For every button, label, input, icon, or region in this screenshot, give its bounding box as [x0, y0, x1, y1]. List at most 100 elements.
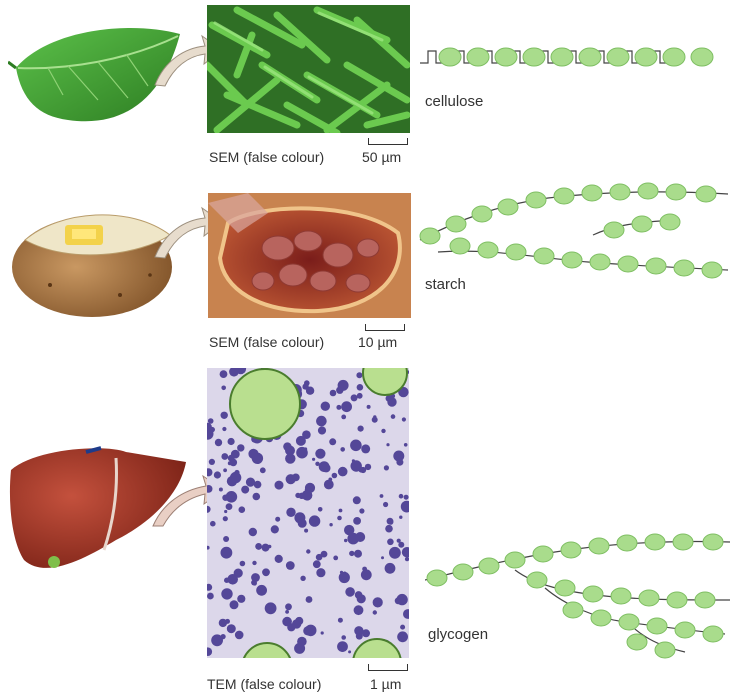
- glycogen-granule: [358, 426, 364, 432]
- glycogen-granule: [321, 551, 328, 558]
- starch-chain: [418, 180, 730, 290]
- glycogen-granule: [234, 470, 239, 475]
- glycogen-granule: [348, 650, 351, 653]
- polymer-label: cellulose: [425, 93, 483, 110]
- glycogen-granule: [309, 515, 320, 526]
- glycogen-granule: [225, 619, 230, 624]
- micrograph-caption: SEM (false colour): [209, 149, 324, 165]
- glycogen-granule: [226, 503, 233, 510]
- glycogen-granule: [275, 481, 284, 490]
- glycogen-granule: [372, 417, 378, 423]
- scale-label: 50 µm: [362, 149, 401, 165]
- cellulose-row: SEM (false colour) 50 µm cellulose: [0, 0, 730, 180]
- glycogen-granule: [300, 576, 305, 581]
- glycogen-granule: [329, 523, 332, 526]
- glycogen-granule: [214, 471, 221, 478]
- glycogen-granule: [282, 617, 292, 627]
- glycogen-granule: [249, 528, 257, 536]
- glycogen-granule: [397, 631, 408, 642]
- polymer-label: glycogen: [428, 626, 488, 643]
- glycogen-granule: [275, 517, 280, 522]
- scale-bar: [368, 664, 408, 671]
- glycogen-granule: [271, 525, 279, 533]
- glycogen-granule: [252, 561, 256, 565]
- glycogen-granule: [285, 453, 295, 463]
- glycogen-granule: [383, 502, 388, 507]
- glycogen-granule: [262, 544, 270, 552]
- glycogen-granule: [385, 525, 393, 533]
- glycogen-granule: [223, 468, 227, 472]
- glycogen-granule: [338, 380, 349, 391]
- glycogen-granule: [341, 415, 346, 420]
- scale-label: 10 µm: [358, 334, 397, 350]
- glycogen-granule: [283, 442, 291, 450]
- glycogen-granule: [221, 547, 233, 559]
- glycogen-granule: [231, 450, 240, 459]
- glycogen-granule: [246, 478, 255, 487]
- glycogen-granule: [221, 588, 232, 599]
- glycogen-granule: [297, 637, 307, 647]
- glycogen-granule: [209, 459, 215, 465]
- glycogen-granule: [393, 451, 404, 462]
- glycogen-granule: [224, 578, 229, 583]
- glycogen-granule: [221, 386, 226, 391]
- glycogen-granule: [306, 387, 314, 395]
- glycogen-granule: [222, 495, 228, 501]
- glycogen-granule: [304, 529, 308, 533]
- glycogen-granule: [404, 443, 408, 447]
- glycogen-granule: [399, 494, 404, 499]
- glycogen-granule: [396, 594, 407, 605]
- micrograph-caption: SEM (false colour): [209, 334, 324, 350]
- glycogen-granule: [209, 596, 212, 599]
- glycogen-granule: [219, 488, 223, 492]
- glycogen-granule: [384, 465, 389, 470]
- glycogen-granule: [341, 635, 346, 640]
- glycogen-granule: [303, 385, 307, 389]
- glycogen-granule: [357, 384, 364, 391]
- glycogen-granule: [316, 416, 327, 427]
- glycogen-granule: [337, 641, 348, 652]
- glycogen-granule: [321, 402, 330, 411]
- polymer-label: starch: [425, 276, 466, 293]
- glycogen-granule: [253, 493, 261, 501]
- glycogen-granule: [329, 438, 336, 445]
- sem-micrograph-starch: [208, 193, 411, 318]
- glycogen-granule: [257, 546, 261, 550]
- glycogen-granule: [262, 568, 270, 576]
- glycogen-granule: [286, 561, 295, 570]
- glycogen-granule: [354, 626, 363, 635]
- glycogen-granule: [344, 539, 347, 542]
- glycogen-granule: [391, 414, 396, 419]
- glycogen-granule: [355, 532, 365, 542]
- glycogen-granule: [318, 426, 326, 434]
- glycogen-granule: [251, 480, 254, 483]
- glycogen-granule: [299, 493, 305, 499]
- glycogen-granule: [285, 610, 289, 614]
- glycogen-granule: [353, 496, 361, 504]
- tem-micrograph-glycogen: [207, 368, 409, 658]
- glycogen-granule: [380, 494, 384, 498]
- glycogen-granule: [354, 550, 362, 558]
- glycogen-granule: [239, 506, 246, 513]
- glycogen-granule: [210, 427, 215, 432]
- glycogen-granule: [353, 517, 361, 525]
- glycogen-granule: [305, 625, 317, 637]
- glycogen-granule: [381, 556, 384, 559]
- glycogen-granule: [286, 508, 295, 517]
- glycogen-granule: [228, 438, 235, 445]
- glycogen-granule: [275, 555, 283, 563]
- glycogen-granule: [333, 556, 338, 561]
- glycogen-granule: [387, 397, 396, 406]
- glycogen-granule: [389, 547, 401, 559]
- glycogen-granule: [306, 549, 310, 553]
- starch-row: SEM (false colour) 10 µm starch: [0, 180, 730, 360]
- glycogen-granule: [240, 561, 246, 567]
- glycogen-granule: [397, 539, 401, 543]
- glycogen-granule: [241, 486, 249, 494]
- glycogen-granule: [223, 516, 228, 521]
- glycogen-granule: [373, 597, 383, 607]
- cellulose-chain: [420, 35, 730, 75]
- glycogen-granule: [215, 439, 222, 446]
- glycogen-granule: [328, 478, 332, 482]
- glycogen-granule: [367, 405, 371, 409]
